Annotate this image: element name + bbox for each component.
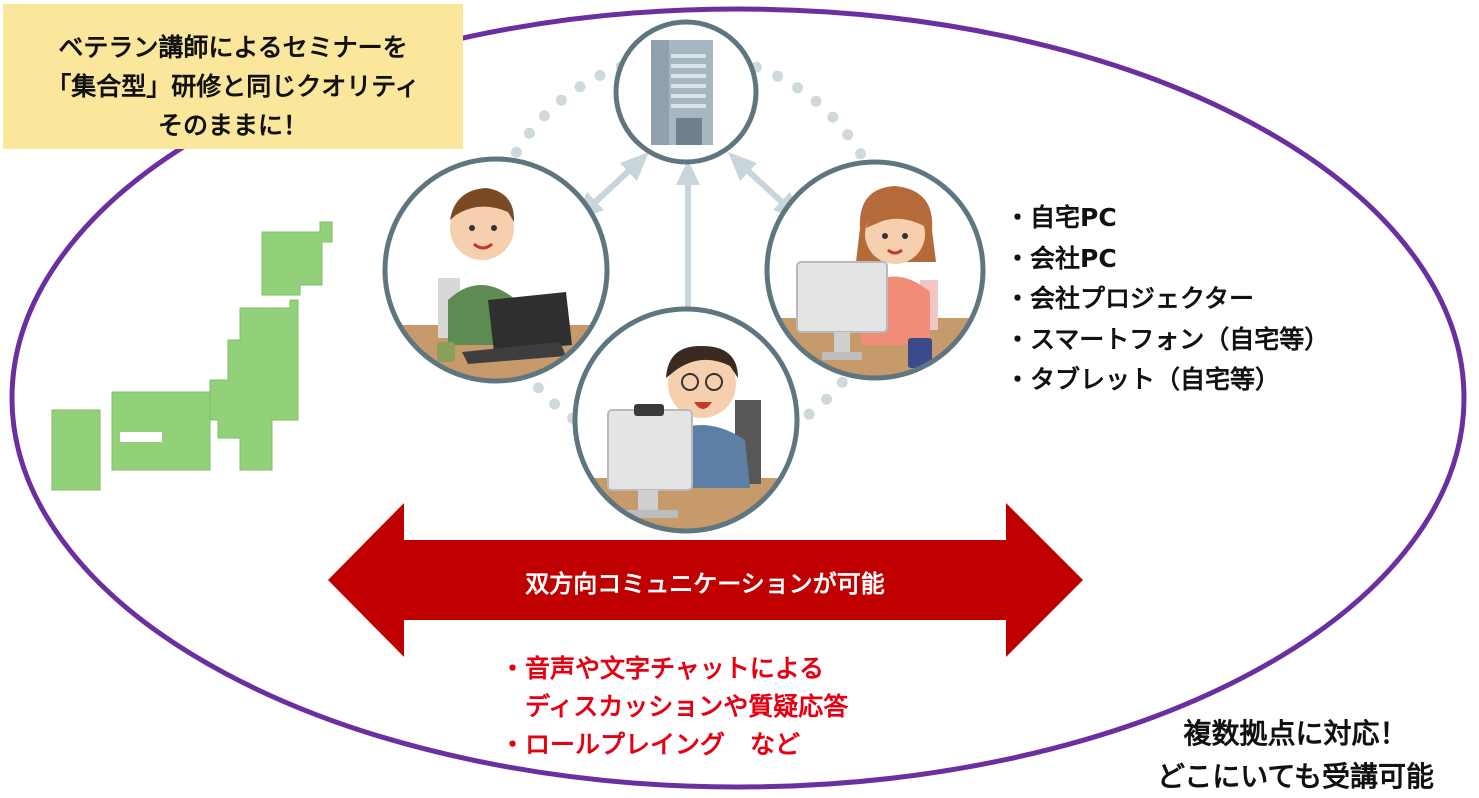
feature-item: ・ロールプレイング など: [500, 730, 801, 759]
feature-item: ディスカッションや質疑応答: [500, 692, 849, 721]
office-building-icon: [613, 19, 759, 165]
device-item: ・タブレット（自宅等）: [1005, 365, 1281, 394]
device-item: ・会社プロジェクター: [1005, 284, 1255, 313]
device-item: ・自宅PC: [1005, 203, 1117, 232]
closing-line: 複数拠点に対応！: [1183, 717, 1408, 750]
callout-line: 「集合型」研修と同じクオリティ: [46, 72, 420, 101]
two-way-arrow: [328, 503, 1083, 657]
callout-box: ベテラン講師によるセミナーを 「集合型」研修と同じクオリティ そのままに！: [3, 4, 463, 149]
instructor-with-webcam-icon: [572, 306, 800, 534]
callout-line: そのままに！: [157, 111, 308, 140]
feature-item: ・音声や文字チャットによる: [500, 654, 825, 683]
device-list: ・自宅PC ・会社PC ・会社プロジェクター ・スマートフォン（自宅等） ・タブ…: [1005, 198, 1329, 401]
device-item: ・会社PC: [1005, 243, 1117, 273]
device-item: ・スマートフォン（自宅等）: [1005, 324, 1330, 354]
outer-ellipse: [9, 6, 1467, 790]
closing-line: どこにいても受講可能: [1157, 760, 1434, 793]
feature-list: ・音声や文字チャットによる ディスカッションや質疑応答 ・ロールプレイング など: [500, 650, 848, 764]
man-with-laptop-icon: [382, 156, 610, 384]
japan-map-icon: [51, 221, 333, 491]
callout-line: ベテラン講師によるセミナーを: [58, 33, 408, 62]
arrow-label: 双方向コミュニケーションが可能: [525, 570, 885, 598]
woman-with-desktop-icon: [764, 159, 986, 381]
connection-arrows: [575, 152, 802, 332]
closing-message: 複数拠点に対応！ どこにいても受講可能: [1118, 712, 1473, 798]
